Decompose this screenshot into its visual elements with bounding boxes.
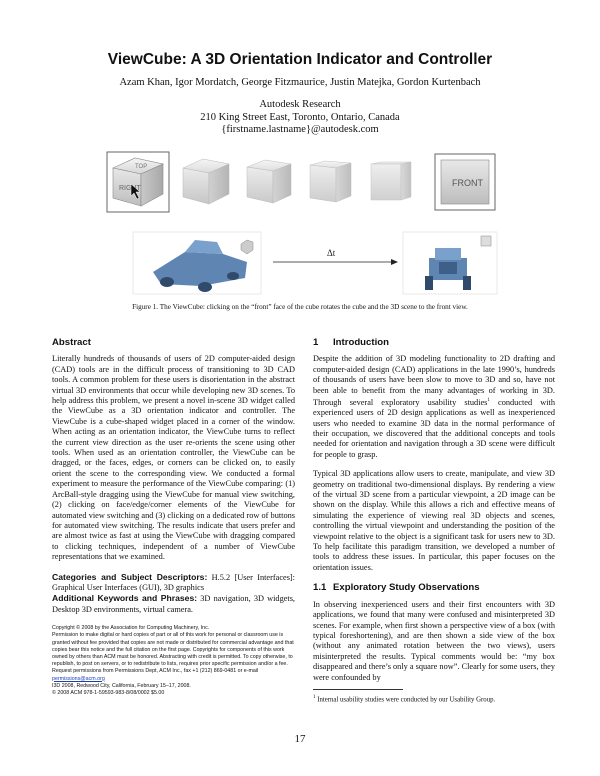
exploratory-number: 1.1 xyxy=(313,582,327,594)
intro-number: 1 xyxy=(313,337,319,348)
arrow-label: Δt xyxy=(327,248,336,258)
isbn-line: © 2008 ACM 978-1-59593-983-8/08/0002 $5.… xyxy=(52,689,165,696)
categories-text: H.5.2 [User Interfaces]: Graphical User … xyxy=(52,572,295,592)
cube-frame-4 xyxy=(309,160,352,203)
affiliation-org: Autodesk Research xyxy=(259,99,341,110)
affiliation-address: 210 King Street East, Toronto, Ontario, … xyxy=(200,111,400,123)
cube-frame-final: FRONT xyxy=(434,153,496,211)
conference-line: I3D 2008, Redwood City, California, Febr… xyxy=(52,682,191,689)
cube-frame-2 xyxy=(182,158,230,205)
abstract-text: Literally hundreds of thousands of users… xyxy=(52,354,295,562)
footnote: 1 Internal usability studies were conduc… xyxy=(313,693,555,706)
exploratory-title: Exploratory Study Observations xyxy=(333,582,480,594)
intro-p1-text: Despite the addition of 3D modeling func… xyxy=(313,354,555,407)
figure-caption: Figure 1. The ViewCube: clicking on the … xyxy=(132,303,468,311)
affiliation-email: {firstname.lastname}@autodesk.com xyxy=(221,124,379,135)
footnote-rule xyxy=(313,688,403,690)
scene-after xyxy=(402,231,498,295)
author-list: Azam Khan, Igor Mordatch, George Fitzmau… xyxy=(119,77,481,88)
footnote-text: Internal usability studies were conducte… xyxy=(315,696,496,704)
exploratory-paragraph: In observing inexperienced users and the… xyxy=(313,599,555,682)
left-column: Abstract Literally hundreds of thousands… xyxy=(52,334,295,697)
cube-label-right: RIGHT xyxy=(119,185,142,192)
permissions-email-link[interactable]: permissions@acm.org xyxy=(52,675,105,682)
intro-paragraph-2: Typical 3D applications allow users to c… xyxy=(313,469,555,572)
copyright-line: Copyright © 2008 by the Association for … xyxy=(52,625,210,632)
keywords-label: Additional Keywords and Phrases: xyxy=(52,593,198,604)
cube-frame-3 xyxy=(246,159,292,204)
cube-label-top: TOP xyxy=(135,164,147,170)
affiliation: Autodesk Research 210 King Street East, … xyxy=(0,99,600,137)
cube-frame-5 xyxy=(370,161,412,201)
copyright-body: Permission to make digital or hard copie… xyxy=(52,632,294,675)
intro-heading: 1 Introduction xyxy=(313,337,555,348)
footnote-mark: 1 xyxy=(313,694,316,700)
page-number: 17 xyxy=(294,733,306,745)
intro-title: Introduction xyxy=(333,337,389,348)
cursor-icon xyxy=(130,183,141,200)
right-column: 1 Introduction Despite the addition of 3D… xyxy=(313,334,555,706)
paper-title: ViewCube: A 3D Orientation Indicator and… xyxy=(107,51,493,68)
categories: Categories and Subject Descriptors: H.5.… xyxy=(52,572,295,594)
figure-viewcube: TOP RIGHT FRONT xyxy=(106,151,498,295)
categories-label: Categories and Subject Descriptors: xyxy=(52,571,208,582)
keywords: Additional Keywords and Phrases: 3D navi… xyxy=(52,593,295,615)
scene-before xyxy=(132,231,262,295)
footnote-ref: 1 xyxy=(487,398,490,404)
copyright-block: Copyright © 2008 by the Association for … xyxy=(52,625,295,697)
cube-frame-1: TOP RIGHT xyxy=(106,151,170,213)
intro-paragraph-1: Despite the addition of 3D modeling func… xyxy=(313,354,555,460)
intro-p1-rest: conducted with experienced users of 2D d… xyxy=(313,397,556,459)
cube-label-front: FRONT xyxy=(452,178,483,188)
exploratory-heading: 1.1 Exploratory Study Observations xyxy=(313,582,555,594)
time-arrow: Δt xyxy=(273,248,398,265)
keywords-text: 3D navigation, 3D widgets, Desktop 3D en… xyxy=(52,594,296,614)
abstract-heading: Abstract xyxy=(52,337,91,348)
